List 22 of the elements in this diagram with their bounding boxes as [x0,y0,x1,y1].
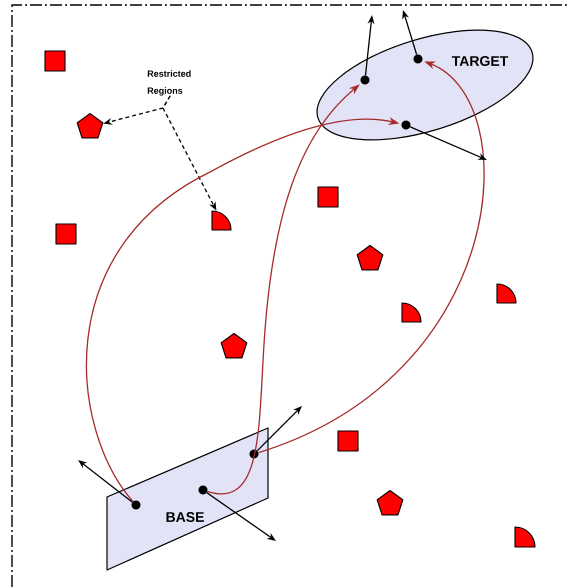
waypoint-dot [198,486,208,494]
waypoint-dot [402,120,410,130]
restricted-sector [496,283,517,304]
callout-text: Restricted Regions [148,70,191,96]
restricted-square [317,186,339,208]
waypoint-dot [132,500,140,510]
path-arrow [258,61,484,454]
restricted-square [44,50,66,72]
restricted-pentagon [356,244,384,270]
restricted-sector [211,210,232,231]
restricted-sector [401,302,422,323]
restricted-pentagon [376,490,404,516]
restricted-square [337,430,359,452]
waypoint-dot [250,450,258,458]
target-label: TARGET [452,56,508,66]
waypoint-dot [414,54,422,64]
restricted-sector [514,526,536,548]
restricted-square [55,223,77,245]
waypoint-dot [360,76,370,84]
restricted-pentagon [76,112,104,138]
base-label: BASE [166,512,204,522]
restricted-pentagon [220,332,248,358]
